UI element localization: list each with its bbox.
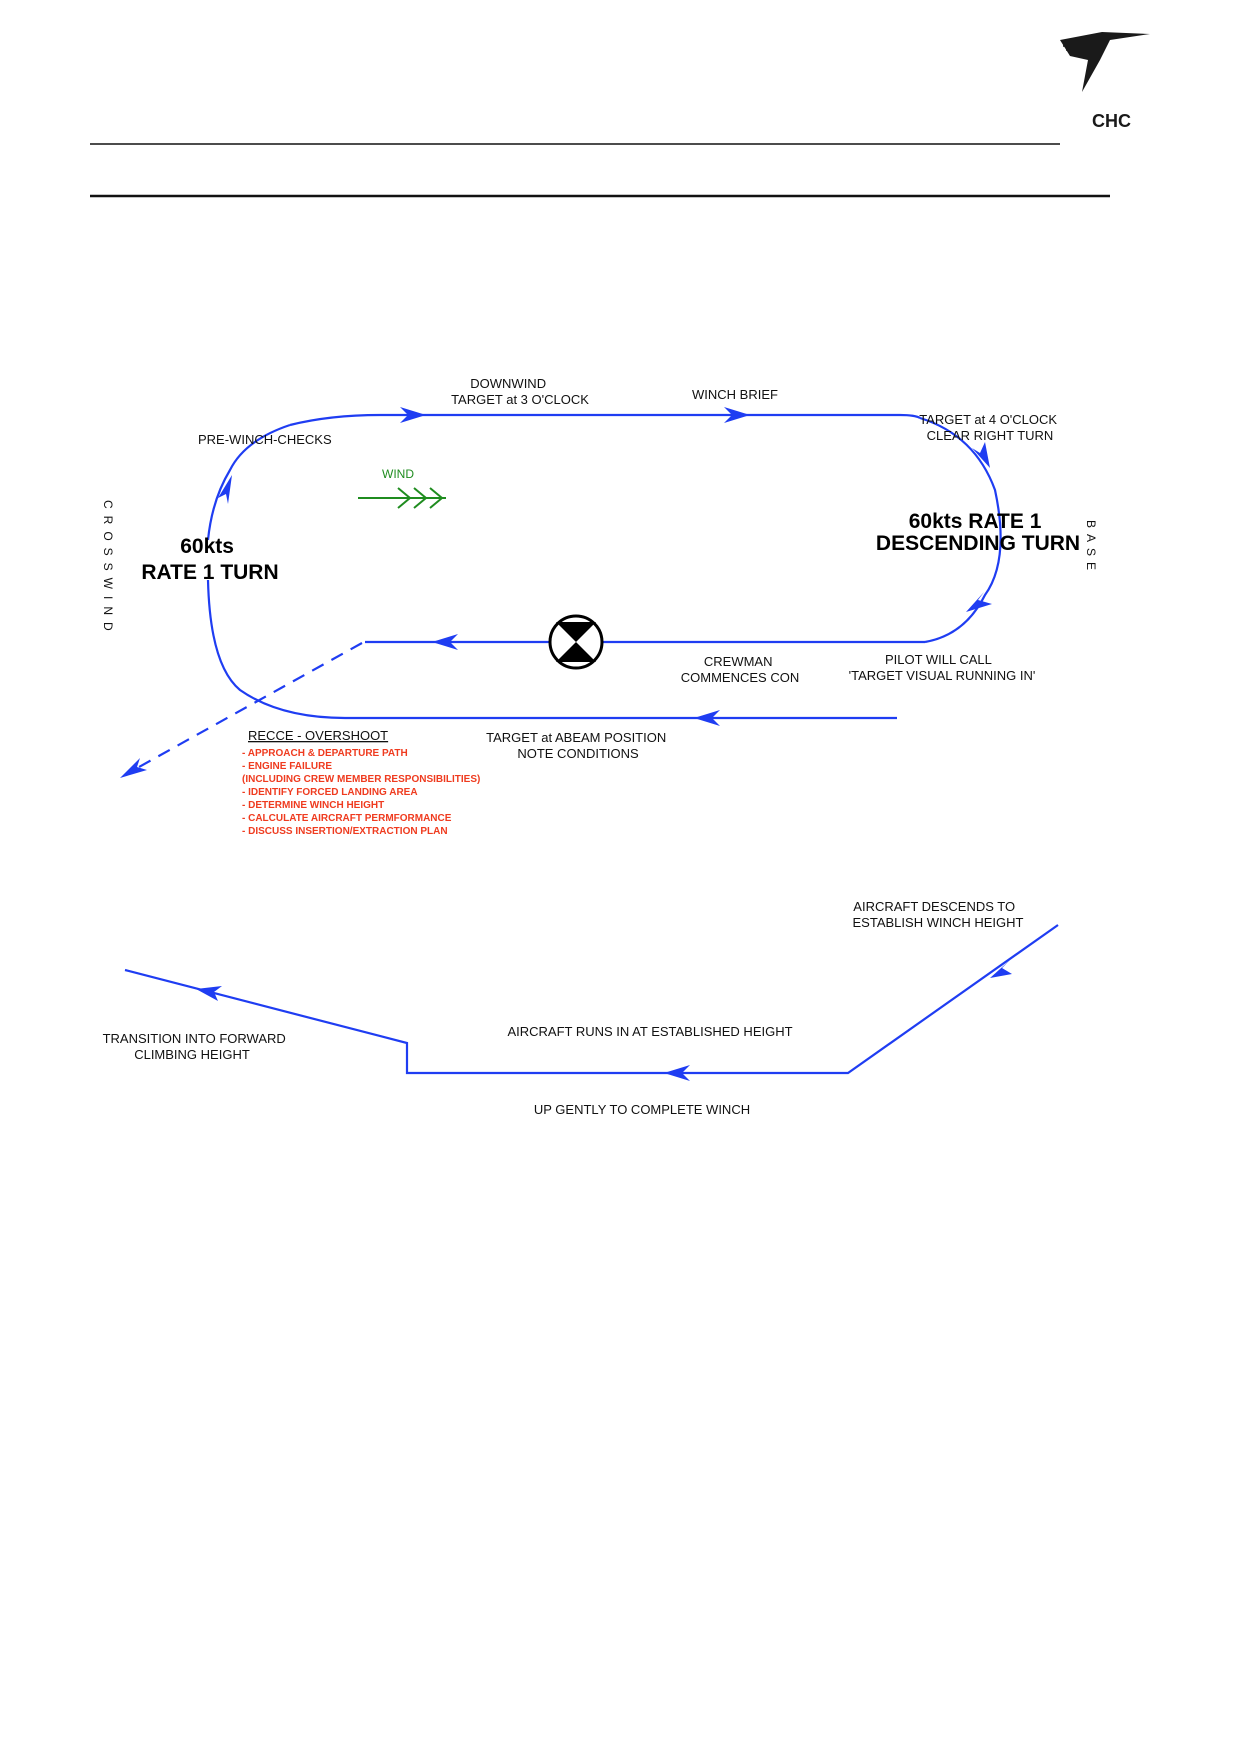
runs-in-label: AIRCRAFT RUNS IN AT ESTABLISHED HEIGHT: [507, 1024, 792, 1039]
svg-text:TARGET at 4 O'CLOCK CLEAR: TARGET at 4 O'CLOCK CLEAR RIGHT TURN: [919, 412, 1060, 443]
winch-brief-label: WINCH BRIEF: [692, 387, 778, 402]
hummingbird-icon: [1060, 32, 1150, 92]
clear-right-turn-label: CLEAR RIGHT TURN: [927, 428, 1054, 443]
abeam-leg: [206, 579, 897, 720]
arrow-descend: [990, 960, 1012, 978]
target-symbol-icon: [548, 614, 604, 670]
svg-text:60kts RATE 1 DESCENDING TU: 60kts RATE 1 DESCENDING TURN: [876, 510, 1080, 555]
recce-item: (INCLUDING CREW MEMBER RESPONSIBILITIES): [242, 774, 480, 785]
target-4-oclock-label: TARGET at 4 O'CLOCK: [919, 412, 1057, 427]
commences-con-label: COMMENCES CON: [681, 670, 799, 685]
recce-item: - APPROACH & DEPARTURE PATH: [242, 748, 408, 759]
climbing-height-label: CLIMBING HEIGHT: [134, 1047, 250, 1062]
svg-text:60kts RATE 1 TURN: 60kts RATE 1 TURN: [141, 535, 278, 584]
profile-path: [124, 924, 1059, 1075]
recce-item: - IDENTIFY FORCED LANDING AREA: [242, 787, 417, 798]
overshoot-path: [129, 642, 363, 773]
arrow-abeam: [694, 710, 720, 726]
establish-height-label: ESTABLISH WINCH HEIGHT: [853, 915, 1024, 930]
downwind-leg: [289, 413, 921, 427]
recce-item: - DISCUSS INSERTION/EXTRACTION PLAN: [242, 826, 448, 837]
arrow-run-in-profile: [664, 1065, 690, 1081]
crosswind-label: CROSSWIND: [101, 500, 115, 638]
crewman-label: CREWMAN: [704, 654, 773, 669]
winch-profile: [124, 924, 1059, 1081]
wind-arrow-icon: [358, 487, 446, 509]
svg-text:TRANSITION INTO FORWARD CL: TRANSITION INTO FORWARD CLIMBING HEIGHT: [103, 1031, 290, 1062]
right-turn-speed-label: 60kts RATE 1: [909, 510, 1042, 533]
arrow-run-in: [432, 634, 458, 650]
arrow-crosswind: [218, 475, 232, 504]
recce-item: - DETERMINE WINCH HEIGHT: [242, 800, 384, 811]
pilot-call-quote-label: 'TARGET VISUAL RUNNING IN': [849, 668, 1036, 683]
note-conditions-label: NOTE CONDITIONS: [517, 746, 639, 761]
svg-text:DOWNWIND TARGET at 3 O'CLO: DOWNWIND TARGET at 3 O'CLOCK: [451, 376, 589, 407]
arrow-downwind-2: [724, 407, 750, 423]
transition-label: TRANSITION INTO FORWARD: [103, 1031, 286, 1046]
arrow-base-top: [972, 442, 990, 468]
base-turn: [919, 416, 1002, 644]
svg-text:TARGET at ABEAM POSITION N: TARGET at ABEAM POSITION NOTE CONDITIONS: [486, 730, 670, 761]
abeam-label: TARGET at ABEAM POSITION: [486, 730, 666, 745]
arrow-base-bottom: [966, 592, 992, 612]
circuit-pattern: [120, 407, 1002, 778]
downwind-target-label: TARGET at 3 O'CLOCK: [451, 392, 589, 407]
arrow-downwind-1: [400, 407, 426, 423]
logo-text: CHC: [1092, 111, 1131, 131]
wind-label: WIND: [382, 467, 414, 481]
recce-title: RECCE - OVERSHOOT: [248, 728, 388, 743]
chc-logo: CHC: [1060, 32, 1150, 131]
recce-item: - ENGINE FAILURE: [242, 761, 332, 772]
svg-text:- APPROACH & DEPARTURE PATH: - APPROACH & DEPARTURE PATH - ENGINE FAI…: [242, 748, 483, 837]
arrow-climb: [196, 986, 222, 1001]
crosswind-turn: [206, 423, 291, 541]
right-turn-descending-label: DESCENDING TURN: [876, 532, 1080, 555]
left-turn-rate-label: RATE 1 TURN: [141, 561, 278, 584]
left-turn-speed-label: 60kts: [180, 535, 234, 558]
up-gently-label: UP GENTLY TO COMPLETE WINCH: [534, 1102, 750, 1117]
svg-text:CREWMAN COMMENCES CON: CREWMAN COMMENCES CON: [681, 654, 799, 685]
svg-text:AIRCRAFT DESCENDS TO ESTAB: AIRCRAFT DESCENDS TO ESTABLISH WINCH HEI…: [853, 899, 1024, 930]
descends-label: AIRCRAFT DESCENDS TO: [853, 899, 1015, 914]
svg-text:PILOT WILL CALL 'TARGET VI: PILOT WILL CALL 'TARGET VISUAL RUNNING I…: [849, 652, 1036, 683]
base-label: BASE: [1084, 520, 1098, 576]
downwind-label: DOWNWIND: [470, 376, 546, 391]
pilot-call-label: PILOT WILL CALL: [885, 652, 992, 667]
recce-item: - CALCULATE AIRCRAFT PERMFORMANCE: [242, 813, 452, 824]
arrow-overshoot: [120, 758, 147, 778]
pre-winch-checks-label: PRE-WINCH-CHECKS: [198, 432, 332, 447]
